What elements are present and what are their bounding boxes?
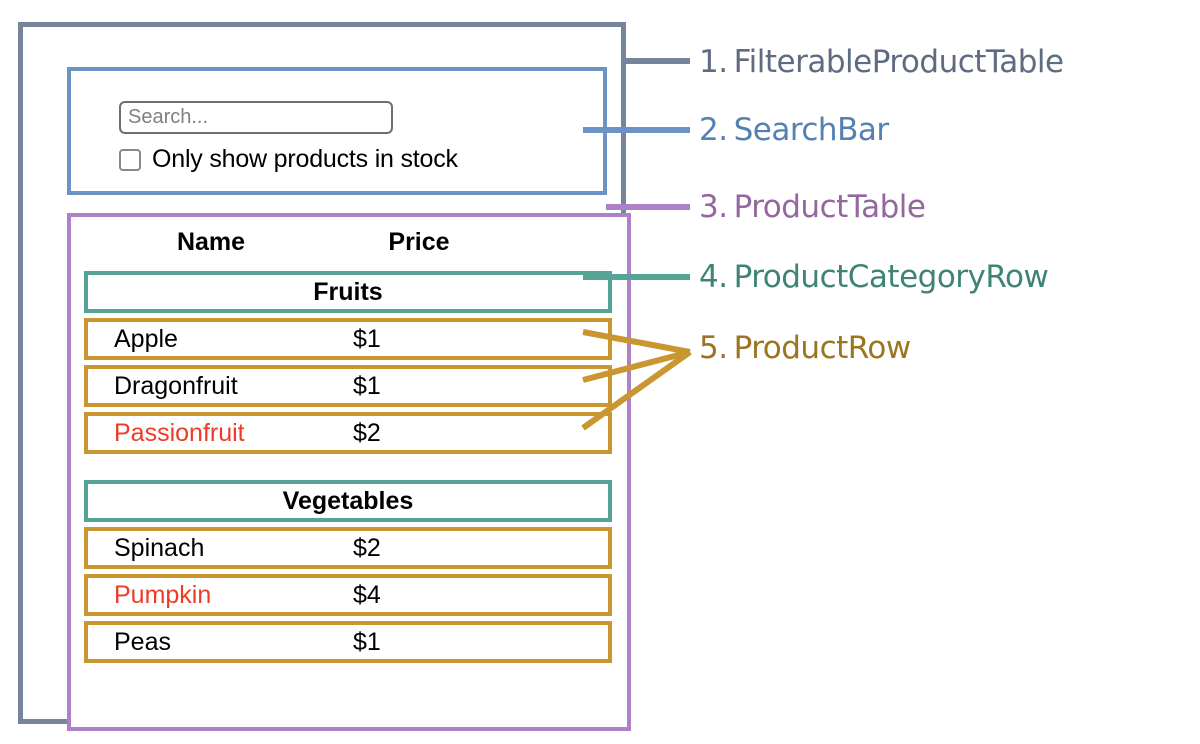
product-name: Passionfruit xyxy=(114,418,245,447)
legend-number: 3. xyxy=(699,189,728,225)
product-name: Dragonfruit xyxy=(114,371,238,400)
legend-label-text: ProductCategoryRow xyxy=(733,259,1049,295)
product-row: Peas $1 xyxy=(84,621,612,663)
product-row: Apple $1 xyxy=(84,318,612,360)
table-body: Fruits Apple $1 Dragonfruit $1 Passionfr… xyxy=(84,271,612,668)
legend-item-product-category-row: 4.ProductCategoryRow xyxy=(699,259,1049,295)
product-name: Apple xyxy=(114,324,178,353)
legend-item-filterable-product-table: 1.FilterableProductTable xyxy=(699,44,1064,80)
legend-label-text: SearchBar xyxy=(733,112,890,148)
product-price: $4 xyxy=(353,580,381,609)
legend-label-text: ProductTable xyxy=(733,189,926,225)
product-category-row: Fruits xyxy=(84,271,612,313)
column-header-name: Name xyxy=(176,227,246,256)
legend-label-text: ProductRow xyxy=(733,330,912,366)
table-header-row: Name Price xyxy=(71,223,627,261)
product-name: Pumpkin xyxy=(114,580,212,609)
filterable-product-table-frame: Only show products in stock Name Price F… xyxy=(18,22,631,731)
product-table-frame: Name Price Fruits Apple $1 Dragonfruit $… xyxy=(67,213,631,731)
search-bar-frame: Only show products in stock xyxy=(67,67,607,195)
search-input[interactable] xyxy=(119,101,393,134)
product-row: Spinach $2 xyxy=(84,527,612,569)
group-spacer xyxy=(84,459,612,480)
product-row: Passionfruit $2 xyxy=(84,412,612,454)
legend-number: 1. xyxy=(699,44,728,80)
column-header-price: Price xyxy=(388,227,450,256)
legend-number: 5. xyxy=(699,330,728,366)
product-price: $1 xyxy=(353,627,381,656)
product-row: Dragonfruit $1 xyxy=(84,365,612,407)
product-price: $1 xyxy=(353,324,381,353)
in-stock-checkbox-row[interactable]: Only show products in stock xyxy=(119,145,458,174)
product-category-label: Fruits xyxy=(313,277,383,306)
legend-number: 4. xyxy=(699,259,728,295)
in-stock-checkbox-label: Only show products in stock xyxy=(152,145,458,173)
checkbox-icon[interactable] xyxy=(119,148,141,171)
legend-item-product-table: 3.ProductTable xyxy=(699,189,926,225)
product-row: Pumpkin $4 xyxy=(84,574,612,616)
legend-number: 2. xyxy=(699,112,728,148)
legend-item-search-bar: 2.SearchBar xyxy=(699,112,889,148)
product-price: $2 xyxy=(353,533,381,562)
product-price: $2 xyxy=(353,418,381,447)
product-category-row: Vegetables xyxy=(84,480,612,522)
product-name: Peas xyxy=(114,627,171,656)
legend-item-product-row: 5.ProductRow xyxy=(699,330,911,366)
product-category-label: Vegetables xyxy=(282,486,414,515)
legend-label-text: FilterableProductTable xyxy=(733,44,1065,80)
product-name: Spinach xyxy=(114,533,205,562)
product-price: $1 xyxy=(353,371,381,400)
